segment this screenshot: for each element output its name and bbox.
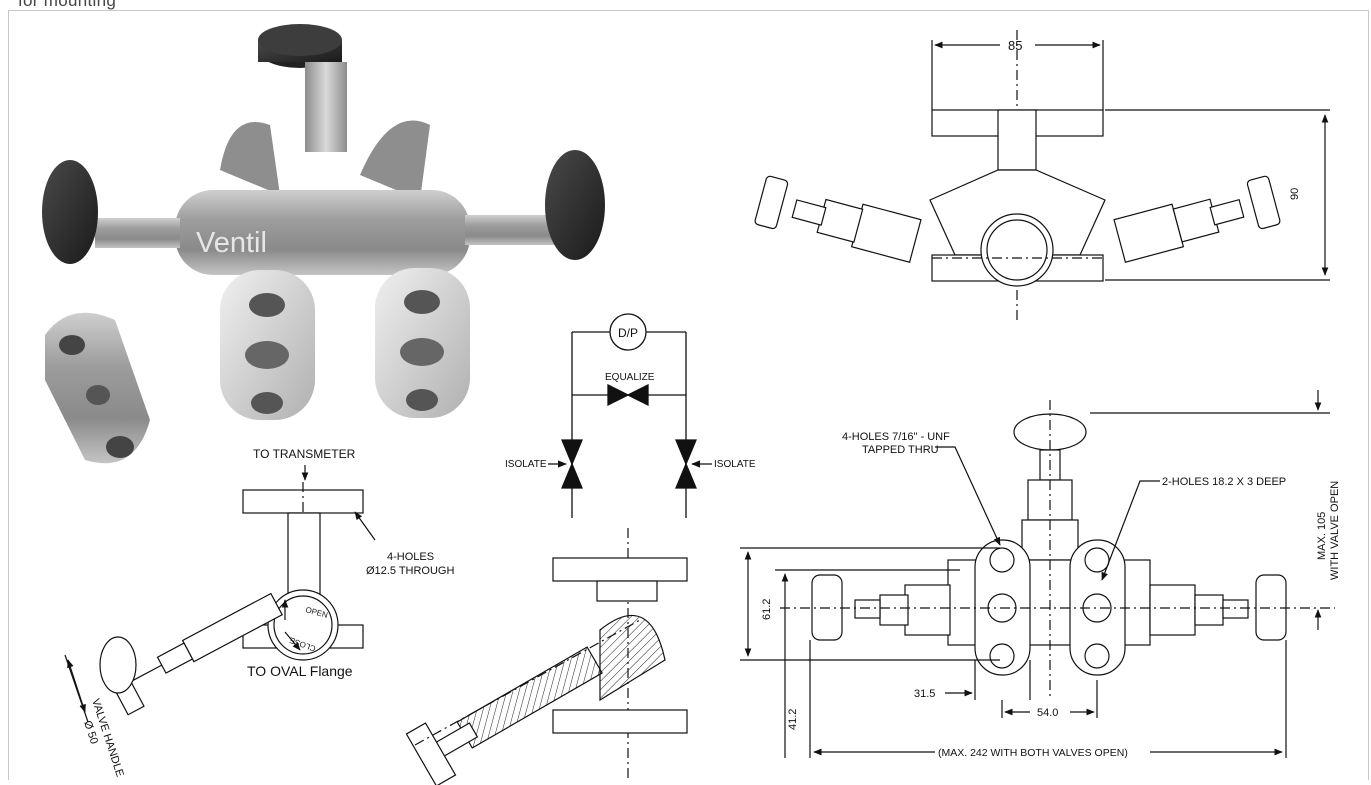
holes-unf-label-1: 4-HOLES 7/16" - UNF (842, 431, 950, 443)
isolate-right-label: ISOLATE (714, 459, 756, 470)
holes-label-2: Ø12.5 THROUGH (366, 565, 454, 577)
to-oval-flange-label: TO OVAL Flange (247, 663, 353, 679)
section-view (405, 528, 688, 785)
holes-deep-label: 2-HOLES 18.2 X 3 DEEP (1162, 476, 1286, 488)
dim-41-2: 41.2 (787, 709, 799, 730)
top-stem (305, 62, 347, 152)
dim-31-5: 31.5 (914, 688, 935, 700)
drawing-frame (8, 10, 1369, 780)
max-open-label-2: WITH VALVE OPEN (1329, 481, 1341, 580)
product-photo: Ventil (42, 24, 605, 464)
height-dim-90: 90 (1289, 188, 1301, 200)
equalize-label: EQUALIZE (605, 372, 655, 383)
max-242-label: (MAX. 242 WITH BOTH VALVES OPEN) (938, 747, 1128, 759)
holes-label-1: 4-HOLES (387, 551, 434, 563)
dim-61-2: 61.2 (761, 599, 773, 620)
valve-body (175, 190, 470, 275)
side-view (64, 465, 376, 723)
schematic (548, 313, 712, 518)
max-open-label-1: MAX. 105 (1316, 512, 1328, 560)
holes-unf-label-2: TAPPED THRU (862, 444, 939, 456)
right-knob (545, 150, 605, 260)
oval-flange-photo (45, 312, 150, 464)
brand-text: Ventil (196, 227, 267, 259)
left-knob (42, 160, 98, 264)
width-dim-85: 85 (1008, 38, 1022, 53)
dim-54-0: 54.0 (1037, 707, 1058, 719)
top-view (754, 30, 1330, 320)
dp-text: D/P (618, 326, 638, 340)
page-caption: for mounting (18, 0, 117, 10)
isolate-left-label: ISOLATE (505, 459, 547, 470)
front-view (740, 390, 1335, 758)
to-transmeter-label: TO TRANSMETER (253, 447, 356, 461)
